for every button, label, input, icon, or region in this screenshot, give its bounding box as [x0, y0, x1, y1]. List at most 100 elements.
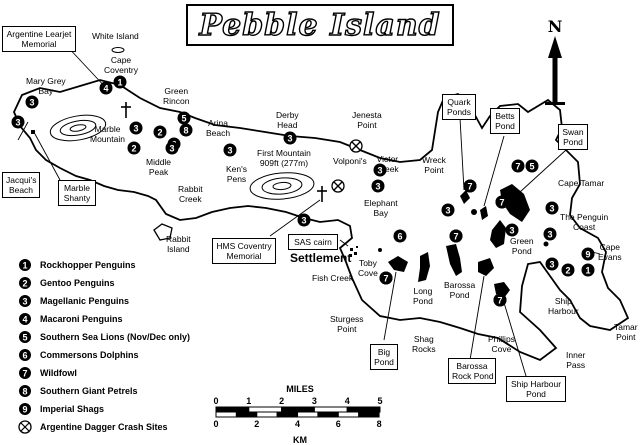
scale-segment-km: [337, 411, 360, 418]
numbered-marker-icon: 8: [19, 385, 31, 397]
legend-row: 9 Imperial Shags: [18, 401, 104, 417]
numbered-marker-icon: 9: [19, 403, 31, 415]
scale-tick-miles: 2: [279, 396, 284, 406]
scale-km-label: KM: [293, 435, 307, 445]
label-wreck-point: Wreck Point: [422, 155, 446, 175]
scale-segment-miles: [346, 406, 381, 413]
box-big-pond: Big Pond: [370, 344, 398, 370]
box-betts-pond: Betts Pond: [490, 108, 520, 134]
green-pond-shape: [490, 220, 506, 248]
swan-pond-shape: [500, 184, 530, 222]
north-label: N: [548, 18, 563, 36]
legend-label: Rockhopper Penguins: [40, 260, 136, 270]
crash-site-symbol-icon: [18, 420, 32, 434]
numbered-marker-icon: 7: [19, 367, 31, 379]
label-rabbit-creek: Rabbit Creek: [178, 184, 203, 204]
barossa-pond-shape: [446, 244, 462, 276]
svg-text:8: 8: [22, 387, 27, 397]
label-green-rincon: Green Rincon: [163, 86, 190, 106]
ponds: [388, 184, 549, 298]
label-phillips-cove: Phillips Cove: [488, 334, 515, 354]
barossa-rock-pond-shape: [478, 258, 494, 276]
label-middle-peak: Middle Peak: [146, 157, 172, 177]
numbered-marker-icon: 6: [19, 349, 31, 361]
legend-label: Gentoo Penguins: [40, 278, 115, 288]
title-box: Pebble Island: [186, 4, 454, 46]
numbered-marker-icon: 2: [19, 277, 31, 289]
scale-segment-miles: [313, 406, 348, 413]
label-derby-head: Derby Head: [276, 110, 299, 130]
leader-lines: [17, 43, 601, 377]
label-long-pond: Long Pond: [413, 286, 433, 306]
scale-miles-label: MILES: [286, 384, 314, 394]
label-cape-evans: Cape Evans: [598, 242, 622, 262]
scale-segment-km: [297, 411, 319, 418]
label-inner-pass: Inner Pass: [566, 350, 586, 370]
label-mary-grey-bay: Mary Grey Bay: [26, 76, 66, 96]
svg-text:9: 9: [22, 405, 27, 415]
label-settlement: Settlement: [290, 251, 352, 265]
scale-segment-miles: [281, 406, 315, 413]
svg-text:6: 6: [22, 351, 27, 361]
label-ship-harbour: Ship Harbour: [548, 296, 579, 316]
legend-label: Commersons Dolphins: [40, 350, 139, 360]
scale-segment-km: [256, 411, 278, 418]
legend-label: Wildfowl: [40, 368, 77, 378]
label-sturgess-point: Sturgess Point: [330, 314, 364, 334]
box-jacquis-beach: Jacqui's Beach: [2, 172, 40, 198]
legend-row: 7 Wildfowl: [18, 365, 77, 381]
crash-sites: [331, 139, 363, 193]
label-cape-coventry: Cape Coventry: [104, 55, 139, 75]
numbered-marker-icon: 3: [19, 295, 31, 307]
map-title: Pebble Island: [199, 7, 441, 43]
scale-segment-km: [215, 411, 237, 418]
legend-row: Argentine Dagger Crash Sites: [18, 419, 168, 435]
scale-tick-miles: 4: [345, 396, 350, 406]
memorial-crosses: [121, 102, 327, 202]
label-cape-tamar: Cape Tamar: [558, 178, 605, 188]
scale-segment-km: [358, 411, 380, 418]
north-arrow-head: [548, 36, 562, 58]
learjet-memorial-cross: [121, 102, 131, 118]
scale-tick-miles: 1: [246, 396, 251, 406]
scale-segment-km: [317, 411, 339, 418]
scale-segment-miles: [215, 406, 250, 413]
crash-site-first-mountain: [331, 179, 345, 193]
box-hms-coventry-memorial: HMS Coventry Memorial: [212, 238, 276, 264]
north-arrow-base: [545, 102, 565, 105]
legend-row: 1 Rockhopper Penguins: [18, 257, 136, 273]
white-island-shape: [111, 47, 125, 53]
legend-label: Macaroni Penguins: [40, 314, 123, 324]
first-mountain-contours: [249, 172, 315, 200]
label-first-mountain: First Mountain 909ft (277m): [257, 148, 311, 168]
box-ship-harbour-pond: Ship Harbour Pond: [506, 376, 566, 402]
label-elephant-bay: Elephant Bay: [364, 198, 398, 218]
legend-label: Southern Sea Lions (Nov/Dec only): [40, 332, 191, 342]
label-fish-creek: Fish Creek: [312, 273, 354, 283]
scale-tick-miles: 0: [213, 396, 218, 406]
svg-text:3: 3: [22, 297, 27, 307]
label-barossa-pond: Barossa Pond: [444, 280, 476, 300]
box-swan-pond: Swan Pond: [558, 124, 588, 150]
label-victor-creek: Victor Creek: [376, 154, 399, 174]
scale-tick-km: 2: [254, 419, 259, 429]
scale-tick-miles: 5: [377, 396, 382, 406]
label-tamar-point: Tamar Point: [614, 322, 638, 342]
scale-segment-km: [235, 411, 258, 418]
scale-tick-km: 6: [336, 419, 341, 429]
scale-segment-miles: [248, 406, 283, 413]
label-rabbit-island: Rabbit Island: [166, 234, 191, 254]
marble-mountain-contours: [49, 114, 107, 142]
settlement-buildings: [349, 246, 382, 257]
box-sas-cairn: SAS cairn: [288, 234, 338, 250]
north-arrow: N: [545, 18, 565, 105]
numbered-marker-icon: 1: [19, 259, 31, 271]
crash-site-volponis: [349, 139, 363, 153]
legend-label: Argentine Dagger Crash Sites: [40, 422, 168, 432]
legend-label: Imperial Shags: [40, 404, 105, 414]
box-argentine-learjet-memorial: Argentine Learjet Memorial: [2, 26, 76, 52]
